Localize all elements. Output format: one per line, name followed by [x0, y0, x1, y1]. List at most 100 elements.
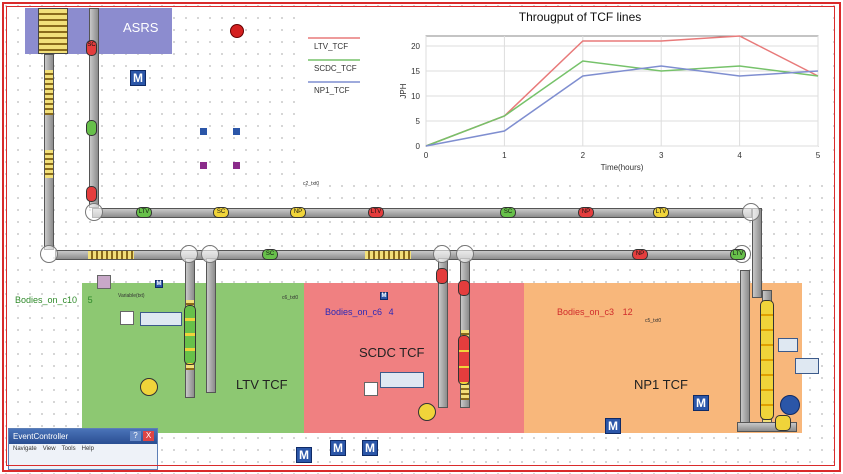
carrier-12[interactable]: [86, 120, 97, 136]
sensor-icon-3: [200, 162, 207, 169]
turntable-6[interactable]: [456, 245, 474, 263]
var-bodies-c3-name: Bodies_on_c3: [557, 307, 615, 317]
carrier-9[interactable]: NP: [632, 249, 648, 260]
ltv-station-icon[interactable]: [140, 312, 182, 326]
chart-legend-label: NP1_TCF: [314, 86, 350, 95]
conveyor-right-vertical[interactable]: [752, 208, 762, 298]
carrier-15[interactable]: [458, 280, 470, 296]
carrier-19[interactable]: [775, 415, 791, 431]
carrier-8[interactable]: SC: [262, 249, 278, 260]
chart-legend-label: LTV_TCF: [314, 42, 348, 51]
chart-ytick-label: 5: [416, 117, 421, 126]
chart-ylabel: JPH: [399, 83, 408, 98]
conveyor-lower-accum-2: [365, 251, 411, 259]
chart-series-line-np1_tcf: [425, 65, 819, 147]
zone-np1-title: NP1 TCF: [634, 377, 688, 392]
chart-xlabel: Time(hours): [601, 163, 644, 172]
conveyor-ltv-vertical-b[interactable]: [206, 258, 216, 393]
var-bodies-c3-value: 12: [622, 307, 633, 317]
carrier-4[interactable]: LTV: [368, 207, 384, 218]
turntable-2[interactable]: [85, 203, 103, 221]
chart-legend-label: SCDC_TCF: [314, 64, 357, 73]
np1-gauge-icon[interactable]: [780, 395, 800, 415]
chart-xtick-label: 2: [581, 151, 586, 160]
carrier-6[interactable]: NP: [578, 207, 594, 218]
np1-station-icon[interactable]: [778, 338, 798, 352]
chart-xtick-label: 1: [502, 151, 507, 160]
monitor-icon-6[interactable]: M: [296, 447, 312, 463]
conveyor-np1-bottom[interactable]: [737, 422, 797, 432]
monitor-icon-2[interactable]: M: [693, 395, 709, 411]
label-c5-txt: c5_txt0: [645, 318, 662, 324]
chart-ytick-label: 10: [411, 92, 420, 101]
event-controller-title: EventController: [13, 432, 69, 441]
turntable-3[interactable]: [180, 245, 198, 263]
zone-np1[interactable]: NP1 TCF: [524, 283, 802, 433]
conveyor-np1-vertical-a[interactable]: [740, 270, 750, 430]
carrier-7[interactable]: LTV: [653, 207, 669, 218]
sensor-icon-2: [233, 128, 240, 135]
chart-series-line-scdc_tcf: [425, 60, 819, 147]
monitor-icon-7[interactable]: M: [155, 280, 163, 288]
carrier-11[interactable]: SC: [86, 40, 97, 56]
scdc-robot-icon[interactable]: [418, 403, 436, 421]
sensor-icon-4: [233, 162, 240, 169]
carrier-1[interactable]: LTV: [136, 207, 152, 218]
monitor-icon-8[interactable]: M: [380, 292, 388, 300]
event-controller-titlebar[interactable]: EventController ? X: [9, 429, 157, 444]
turntable-5[interactable]: [433, 245, 451, 263]
arrow-icon[interactable]: [120, 311, 134, 325]
var-bodies-c10-value: 5: [87, 295, 93, 305]
chart-xtick-label: 3: [659, 151, 664, 160]
carrier-5[interactable]: SC: [500, 207, 516, 218]
zone-ltv-title: LTV TCF: [236, 377, 288, 392]
zone-scdc[interactable]: SCDC TCF: [304, 283, 524, 433]
monitor-icon-5[interactable]: M: [362, 440, 378, 456]
var-bodies-c6-name: Bodies_on_c6: [325, 307, 383, 317]
monitor-icon-3[interactable]: M: [605, 418, 621, 434]
event-controller-menu: Navigate View Tools Help: [9, 444, 157, 454]
carrier-14[interactable]: [436, 268, 448, 284]
scdc-station-icon[interactable]: [380, 372, 424, 388]
monitor-icon-1[interactable]: M: [130, 70, 146, 86]
ltv-robot-icon[interactable]: [140, 378, 158, 396]
chart-ytick-label: 0: [416, 142, 421, 151]
carrier-18[interactable]: [760, 300, 774, 420]
chart-title: Througput of TCF lines: [519, 10, 642, 24]
asrs-rack: [38, 8, 68, 54]
close-button[interactable]: X: [143, 431, 154, 441]
sensor-icon-1: [200, 128, 207, 135]
chart-plot-area: [425, 35, 819, 147]
carrier-17[interactable]: [184, 305, 196, 365]
chart-ytick-label: 15: [411, 67, 420, 76]
carrier-2[interactable]: SC: [213, 207, 229, 218]
turntable-7[interactable]: [742, 203, 760, 221]
menu-view[interactable]: View: [42, 446, 56, 452]
carrier-3[interactable]: NP: [290, 207, 306, 218]
source-icon[interactable]: [97, 275, 111, 289]
arrow-icon-2[interactable]: [364, 382, 378, 396]
monitor-icon-4[interactable]: M: [330, 440, 346, 456]
conveyor-accumulation-2: [45, 150, 53, 178]
label-c2-txt: c2_txt0: [303, 181, 320, 187]
label-c6-txt: c6_txt0: [282, 295, 299, 301]
conveyor-accumulation-1: [45, 70, 53, 115]
turntable-4[interactable]: [201, 245, 219, 263]
turntable-1[interactable]: [40, 245, 58, 263]
var-bodies-c10-name: Bodies_on_c10: [15, 295, 78, 305]
red-stop-icon[interactable]: [230, 24, 244, 38]
var-bodies-c3: Bodies_on_c3 12: [557, 307, 633, 317]
chart-xtick-label: 0: [424, 151, 429, 160]
conveyor-asrs-down-right[interactable]: [89, 8, 99, 208]
menu-navigate[interactable]: Navigate: [13, 446, 37, 452]
carrier-10[interactable]: LTV: [730, 249, 746, 260]
np1-station-icon-2[interactable]: [795, 358, 819, 374]
help-button[interactable]: ?: [130, 431, 141, 441]
menu-help[interactable]: Help: [81, 446, 94, 452]
event-controller-window[interactable]: EventController ? X Navigate View Tools …: [8, 428, 158, 470]
carrier-16[interactable]: [458, 335, 470, 385]
var-bodies-c6: Bodies_on_c6 4: [325, 307, 394, 317]
carrier-13[interactable]: [86, 186, 97, 202]
menu-tools[interactable]: Tools: [61, 446, 76, 452]
